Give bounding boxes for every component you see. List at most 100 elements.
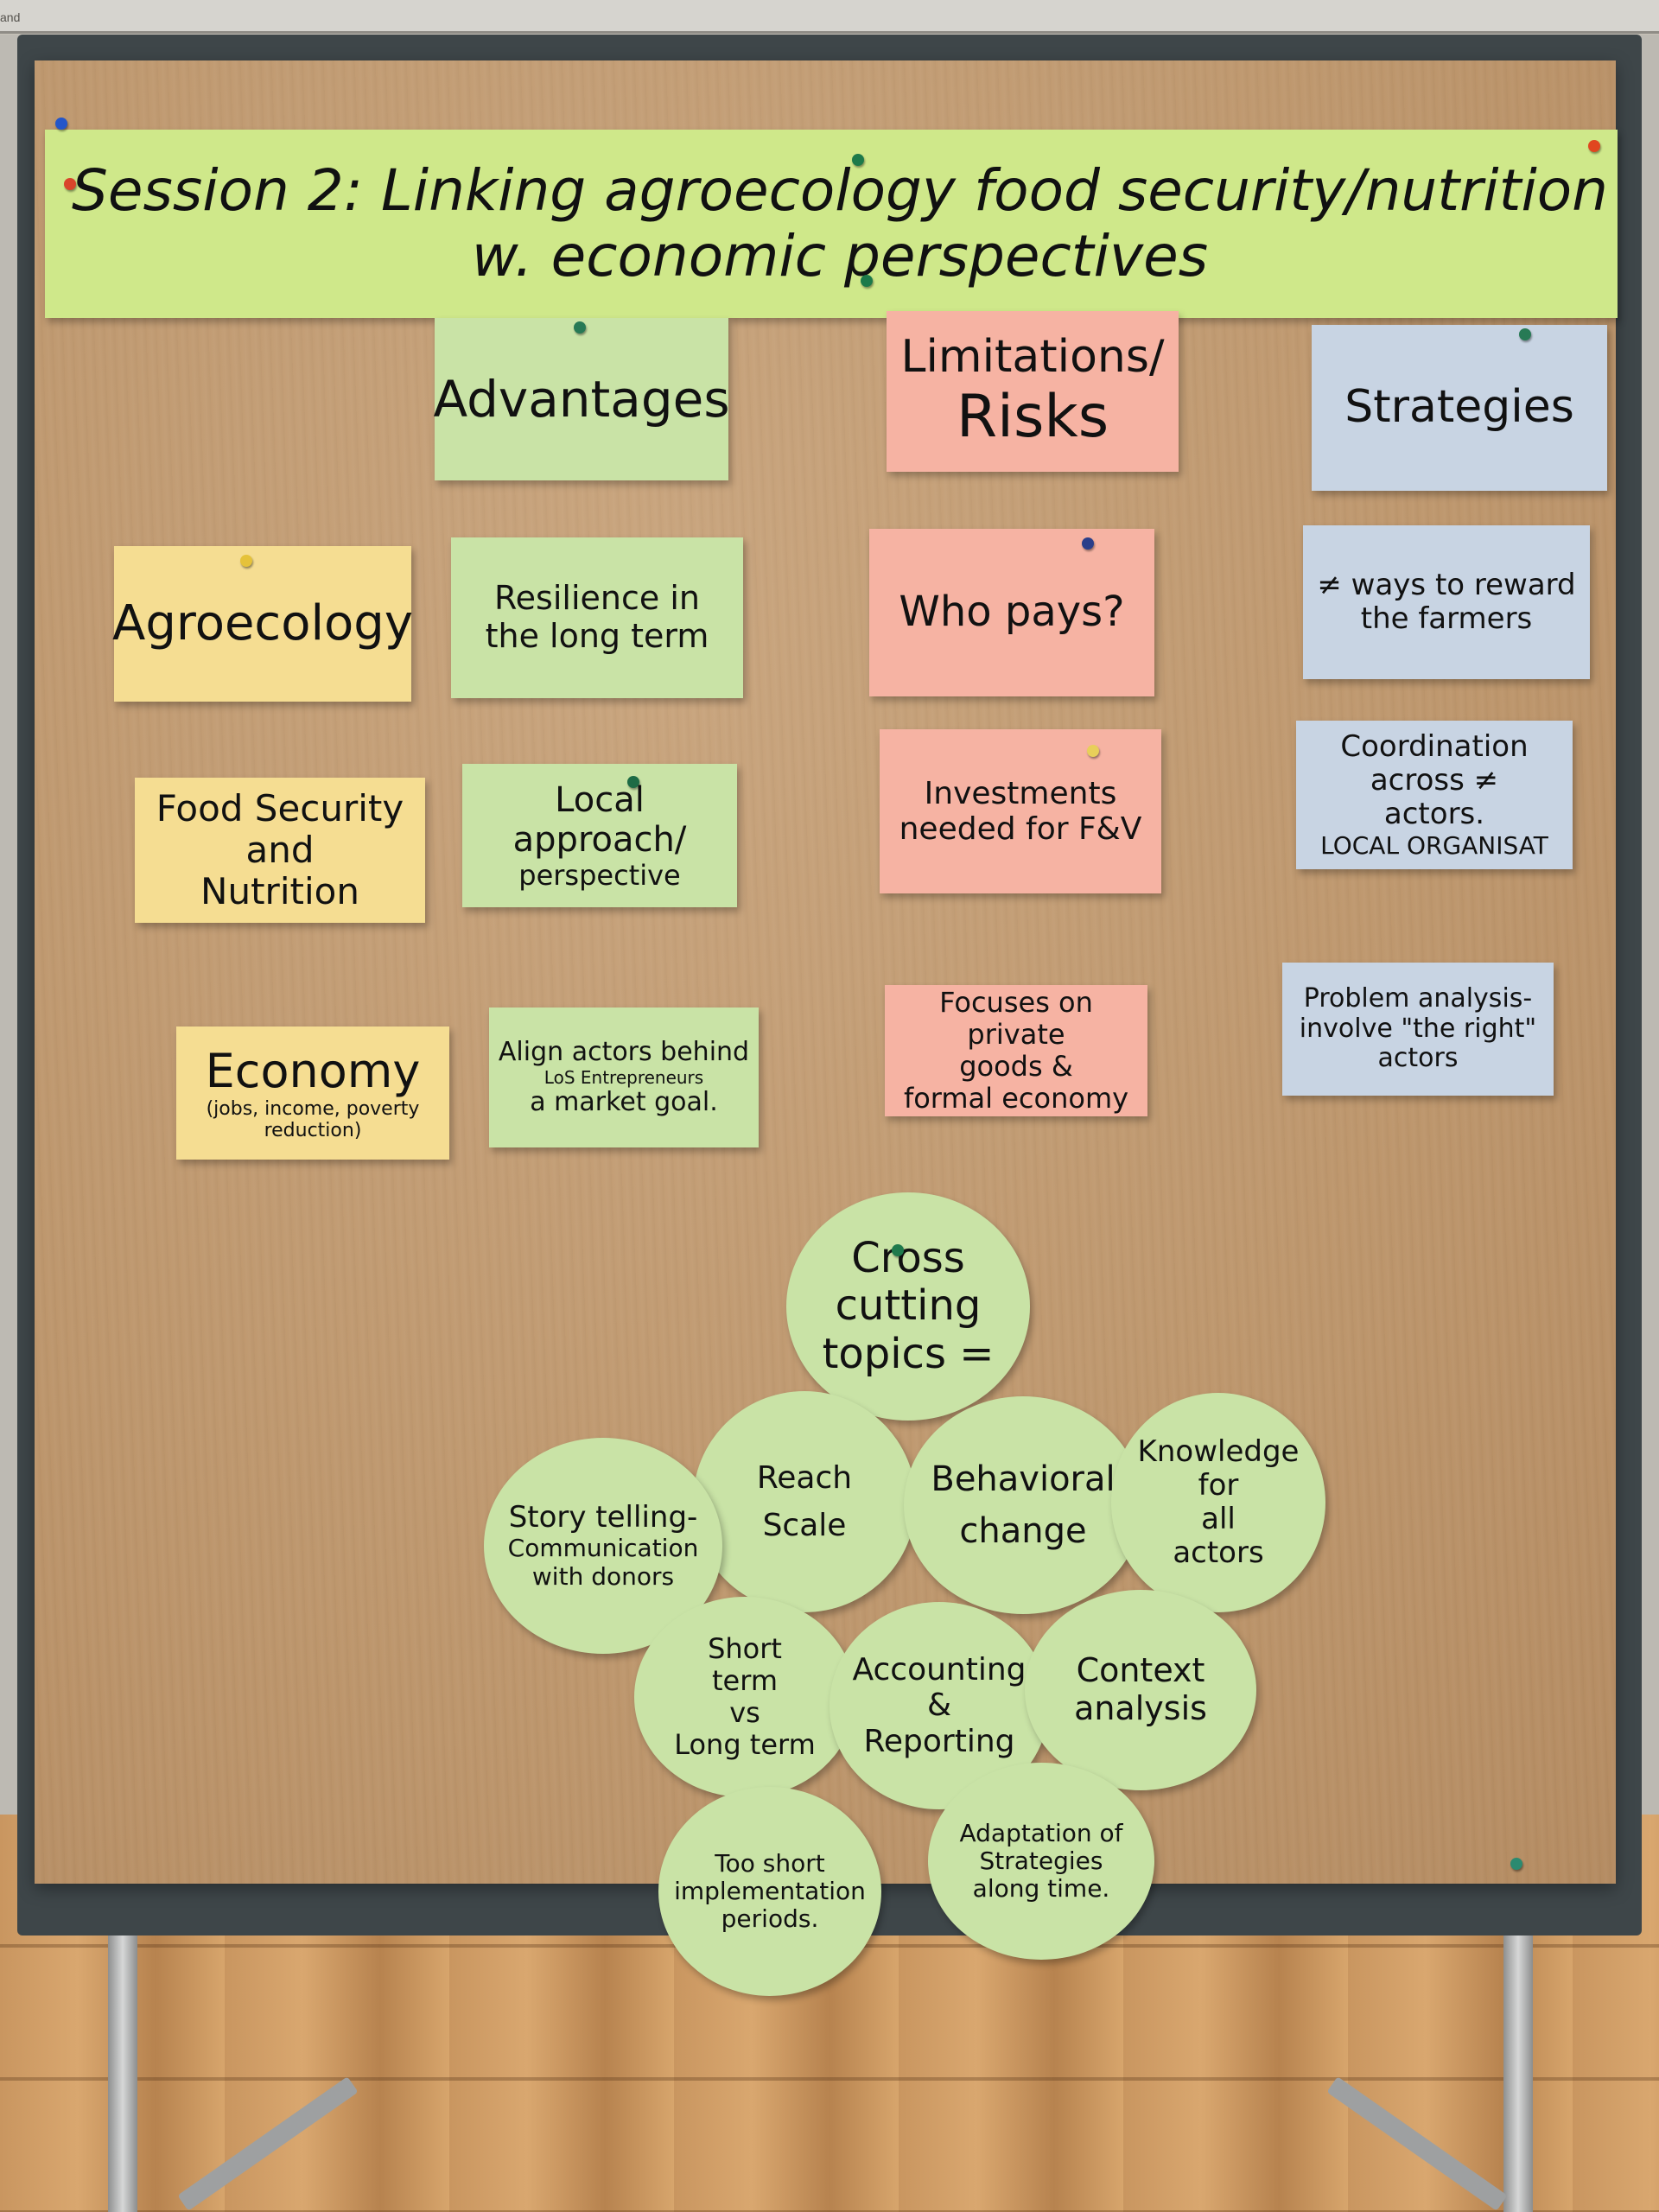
strategy-coordination-line1: Coordination [1340, 729, 1529, 765]
circle-behavioral-line2: change [959, 1511, 1087, 1551]
pushpin-green [574, 321, 586, 334]
circle-reach-scale: Reach Scale [693, 1391, 916, 1612]
header-limitations-line2: Risks [956, 382, 1109, 451]
pushpin-blue [55, 118, 67, 130]
limitation-card-investments: Investments needed for F&V [880, 729, 1161, 893]
pushpin-green [861, 275, 873, 287]
header-strategies: Strategies [1312, 325, 1607, 491]
circle-short-vs-long-term: Short term vs Long term [634, 1597, 855, 1797]
header-strategies-text: Strategies [1344, 381, 1574, 434]
circle-cross-line3: topics = [822, 1329, 995, 1378]
circle-short-line1: Short [708, 1632, 782, 1666]
row-food-security-line3: Nutrition [200, 870, 359, 913]
row-economy-text: Economy [205, 1043, 421, 1098]
circle-accounting-line2: & [926, 1688, 952, 1724]
circle-implementation-line2: implementation [674, 1876, 866, 1905]
circle-knowledge-line3: all [1201, 1502, 1236, 1536]
circle-short-implementation: Too short implementation periods. [658, 1787, 881, 1996]
header-advantages-text: Advantages [433, 369, 730, 429]
circle-knowledge-line2: for [1198, 1467, 1239, 1503]
strategy-coordination-line4: LOCAL ORGANISAT [1320, 830, 1548, 860]
strategy-card-coordination: Coordination across ≠ actors. LOCAL ORGA… [1296, 721, 1573, 869]
row-economy-subtext: (jobs, income, poverty reduction) [206, 1097, 420, 1142]
advantage-local-line3: perspective [518, 858, 681, 892]
circle-implementation-line1: Too short [715, 1848, 825, 1878]
limitation-card-who-pays: Who pays? [869, 529, 1154, 696]
strategy-card-reward-farmers: ≠ ways to reward the farmers [1303, 525, 1590, 679]
advantage-local-line2: approach/ [512, 819, 687, 860]
advantage-align-line1: Align actors behind [498, 1037, 750, 1067]
circle-adaptation-line2: Strategies [979, 1846, 1103, 1875]
session-title-text: Session 2: Linking agroecology food secu… [71, 157, 1609, 289]
pushpin-red [64, 178, 76, 190]
pushpin-yellow [1087, 745, 1099, 757]
pushpin-green [852, 154, 864, 166]
limitation-private-line2: goods & [959, 1050, 1073, 1083]
advantage-align-line2: LoS Entrepreneurs [543, 1066, 704, 1088]
circle-reach-line2: Scale [762, 1508, 847, 1543]
pushpin-blue [1082, 537, 1094, 550]
row-agroecology-text: Agroecology [112, 594, 413, 652]
circle-context-analysis: Context analysis [1025, 1590, 1256, 1790]
advantage-resilience-line2: the long term [485, 617, 709, 655]
row-economy: Economy (jobs, income, poverty reduction… [176, 1027, 449, 1160]
circle-knowledge-line1: Knowledge [1137, 1433, 1300, 1469]
circle-adaptation-line1: Adaptation of [959, 1818, 1123, 1847]
limitation-investments-line2: needed for F&V [899, 811, 1142, 847]
circle-knowledge-line4: actors [1173, 1535, 1264, 1571]
top-bar-text: and [0, 10, 21, 24]
strategy-coordination-line3: actors. [1383, 797, 1485, 832]
row-food-security-line1: Food Security [156, 786, 404, 830]
pushpin-green [1510, 1858, 1522, 1870]
circle-reach-line1: Reach [756, 1459, 853, 1496]
advantage-card-align-actors: Align actors behind LoS Entrepreneurs a … [489, 1007, 759, 1147]
header-limitations-risks: Limitations/ Risks [887, 311, 1179, 472]
strategy-card-problem-analysis: Problem analysis- involve "the right" ac… [1282, 963, 1554, 1096]
pushpin-yellow [240, 555, 252, 567]
pushpin-green [1519, 328, 1531, 340]
strategy-problem-line1: Problem analysis- [1303, 983, 1533, 1014]
header-limitations-line1: Limitations/ [900, 331, 1165, 383]
limitation-private-line1: Focuses on private [939, 986, 1093, 1052]
circle-short-line4: Long term [674, 1727, 816, 1761]
circle-cross-line1: Cross [851, 1234, 965, 1283]
header-advantages: Advantages [433, 318, 730, 480]
circle-context-line1: Context [1076, 1651, 1205, 1690]
advantage-align-line3: a market goal. [530, 1086, 718, 1117]
row-food-security-line2: and [245, 828, 315, 871]
circle-context-line2: analysis [1074, 1689, 1207, 1727]
top-bar: and [0, 0, 1659, 34]
circle-story-line3: with donors [531, 1561, 675, 1591]
advantage-resilience-line1: Resilience in [493, 579, 700, 618]
row-agroecology: Agroecology [112, 546, 413, 702]
circle-story-line1: Story telling- [508, 1500, 698, 1535]
circle-adaptation-strategies: Adaptation of Strategies along time. [928, 1763, 1154, 1960]
advantage-card-local-approach: Local approach/ perspective [462, 764, 737, 907]
pushpin-green [627, 776, 639, 788]
limitation-private-line3: formal economy [903, 1081, 1129, 1115]
circle-short-line3: vs [729, 1696, 760, 1729]
limitation-who-pays-text: Who pays? [899, 588, 1125, 637]
pushpin-red [1588, 140, 1600, 152]
circle-short-line2: term [712, 1664, 778, 1698]
strategy-problem-line2: involve "the right" [1299, 1013, 1537, 1044]
circle-implementation-line3: periods. [721, 1904, 819, 1934]
limitation-investments-line1: Investments [924, 775, 1117, 811]
row-food-security-nutrition: Food Security and Nutrition [135, 778, 425, 923]
limitation-card-private-goods: Focuses on private goods & formal econom… [885, 985, 1147, 1116]
pushpin-green [892, 1244, 904, 1256]
circle-behavioral-change: Behavioral change [904, 1396, 1142, 1614]
session-title-banner: Session 2: Linking agroecology food secu… [45, 130, 1618, 318]
advantage-card-resilience: Resilience in the long term [451, 537, 743, 698]
circle-knowledge-all-actors: Knowledge for all actors [1111, 1393, 1325, 1612]
circle-accounting-line1: Accounting [852, 1651, 1027, 1688]
circle-cross-line2: cutting [835, 1281, 982, 1331]
strategy-coordination-line2: across ≠ [1370, 763, 1499, 798]
strategy-problem-line3: actors [1377, 1043, 1459, 1074]
circle-cross-cutting-topics: Cross cutting topics = [786, 1192, 1030, 1421]
circle-story-line2: Communication [507, 1534, 699, 1563]
strategy-reward-line1: ≠ ways to reward [1317, 567, 1576, 602]
strategy-reward-line2: the farmers [1360, 601, 1533, 636]
circle-adaptation-line3: along time. [972, 1874, 1110, 1904]
circle-behavioral-line1: Behavioral [931, 1459, 1116, 1499]
